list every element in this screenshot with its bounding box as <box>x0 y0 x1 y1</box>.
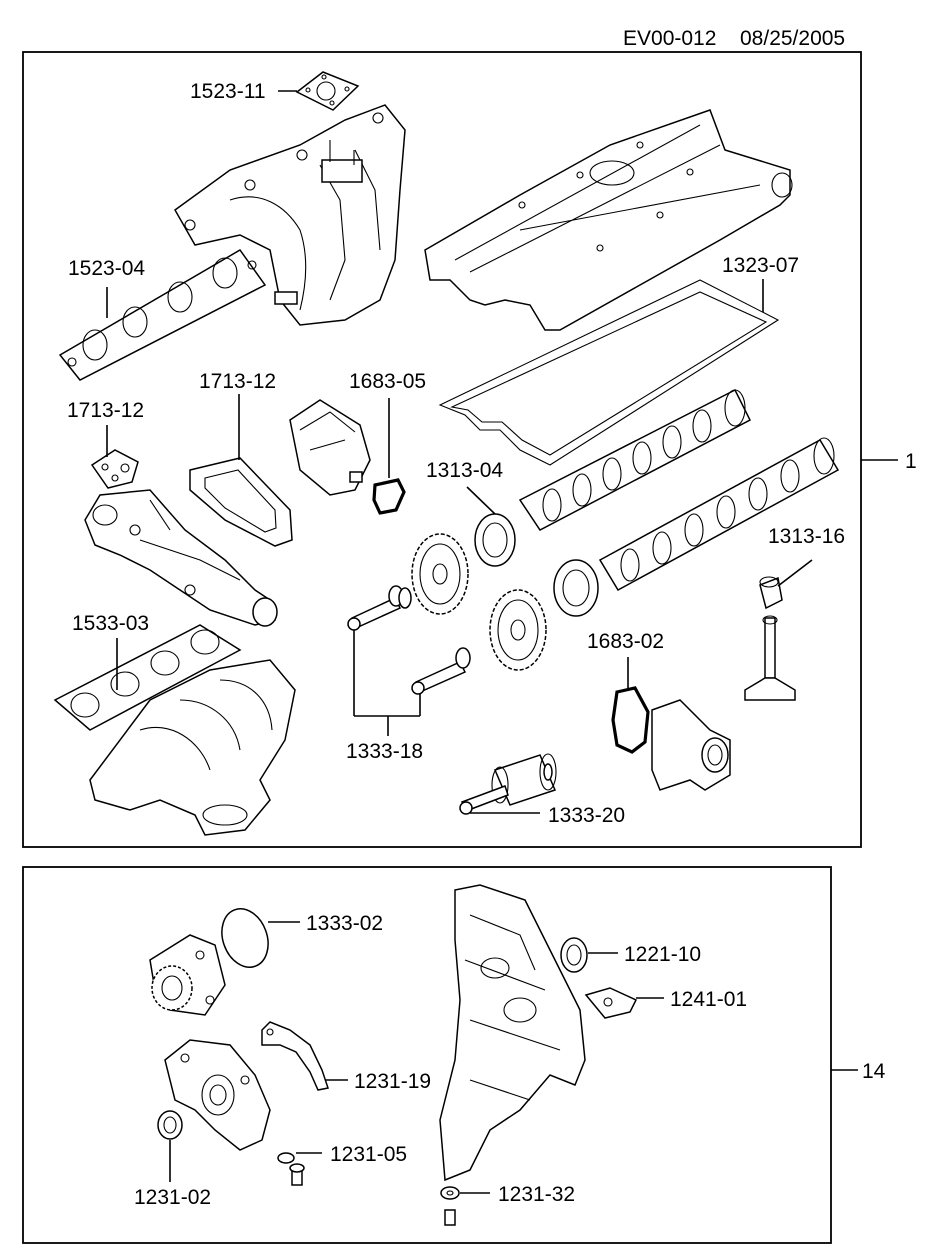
oil-cooler-gasket <box>584 987 638 1019</box>
label-1221-10: 1221-10 <box>624 943 701 966</box>
label-1523-11: 1523-11 <box>190 80 266 103</box>
intake-manifold <box>174 104 406 326</box>
leader-1313-04 <box>466 486 496 515</box>
camshaft-seal-intake <box>474 513 516 567</box>
label-1713-12-mid: 1713-12 <box>199 370 276 393</box>
label-1533-03: 1533-03 <box>72 612 149 635</box>
kit-frame-bottom <box>22 866 832 1244</box>
thermostat-gasket <box>90 449 139 489</box>
label-1683-02: 1683-02 <box>587 630 664 653</box>
throttle-body-gasket <box>295 71 360 111</box>
label-1231-02: 1231-02 <box>134 1186 211 1209</box>
valve-stem-seal <box>759 576 783 610</box>
engine-block <box>439 884 586 1182</box>
camshaft-sprocket-lower <box>489 589 547 671</box>
camshaft-exhaust <box>598 437 840 592</box>
water-pump <box>149 934 226 1016</box>
label-1683-05: 1683-05 <box>349 370 426 393</box>
valve <box>744 615 796 701</box>
oil-pump <box>164 1039 271 1151</box>
label-1241-01: 1241-01 <box>670 988 747 1011</box>
water-outlet-gasket-2 <box>611 686 650 754</box>
leader-1333-18 <box>353 630 421 736</box>
sprocket-bolt-lower <box>411 647 471 695</box>
water-outlet-housing <box>651 699 731 791</box>
exhaust-manifold-gasket <box>53 624 242 731</box>
label-1523-04: 1523-04 <box>68 257 145 280</box>
label-1333-18: 1333-18 <box>346 740 423 763</box>
tensioner-bolt <box>459 785 509 815</box>
cylinder-head-cover <box>424 109 793 331</box>
label-1231-19: 1231-19 <box>354 1070 431 1093</box>
camshaft-seal-exhaust <box>553 559 599 617</box>
leader-1313-16 <box>777 559 813 587</box>
exhaust-manifold <box>89 659 296 836</box>
kit-b-number: 14 <box>862 1060 886 1083</box>
kit-frame-top <box>22 51 862 848</box>
label-1231-05: 1231-05 <box>330 1143 407 1166</box>
thermostat-housing <box>84 489 278 627</box>
label-1313-04: 1313-04 <box>426 459 503 482</box>
label-1323-07: 1323-07 <box>722 254 799 277</box>
label-1333-02: 1333-02 <box>306 912 383 935</box>
oil-drain-plug <box>440 1186 460 1226</box>
cylinder-head-cover-gasket <box>438 279 780 466</box>
timing-belt-tensioner <box>491 753 557 806</box>
camshaft-sprocket-upper <box>411 533 469 615</box>
label-1231-32: 1231-32 <box>498 1183 575 1206</box>
label-1713-12-left: 1713-12 <box>67 399 144 422</box>
crankshaft-front-seal <box>157 1110 183 1140</box>
doc-date: 08/25/2005 <box>740 27 845 50</box>
rear-timing-belt-cover <box>261 1021 329 1091</box>
water-pump-o-ring <box>221 908 269 968</box>
egr-valve <box>289 399 371 496</box>
oil-pump-plug <box>277 1152 305 1186</box>
doc-id: EV00-012 <box>623 27 716 50</box>
label-1313-16: 1313-16 <box>768 525 845 548</box>
egr-gasket <box>372 478 406 515</box>
water-outlet-gasket <box>189 457 293 547</box>
kit-a-number: 1 <box>905 450 917 473</box>
crankshaft-rear-seal <box>560 937 588 973</box>
sprocket-bolt-upper <box>347 585 412 631</box>
intake-manifold-gasket <box>58 249 267 381</box>
label-1333-20: 1333-20 <box>548 804 625 827</box>
camshaft-intake <box>518 388 751 531</box>
